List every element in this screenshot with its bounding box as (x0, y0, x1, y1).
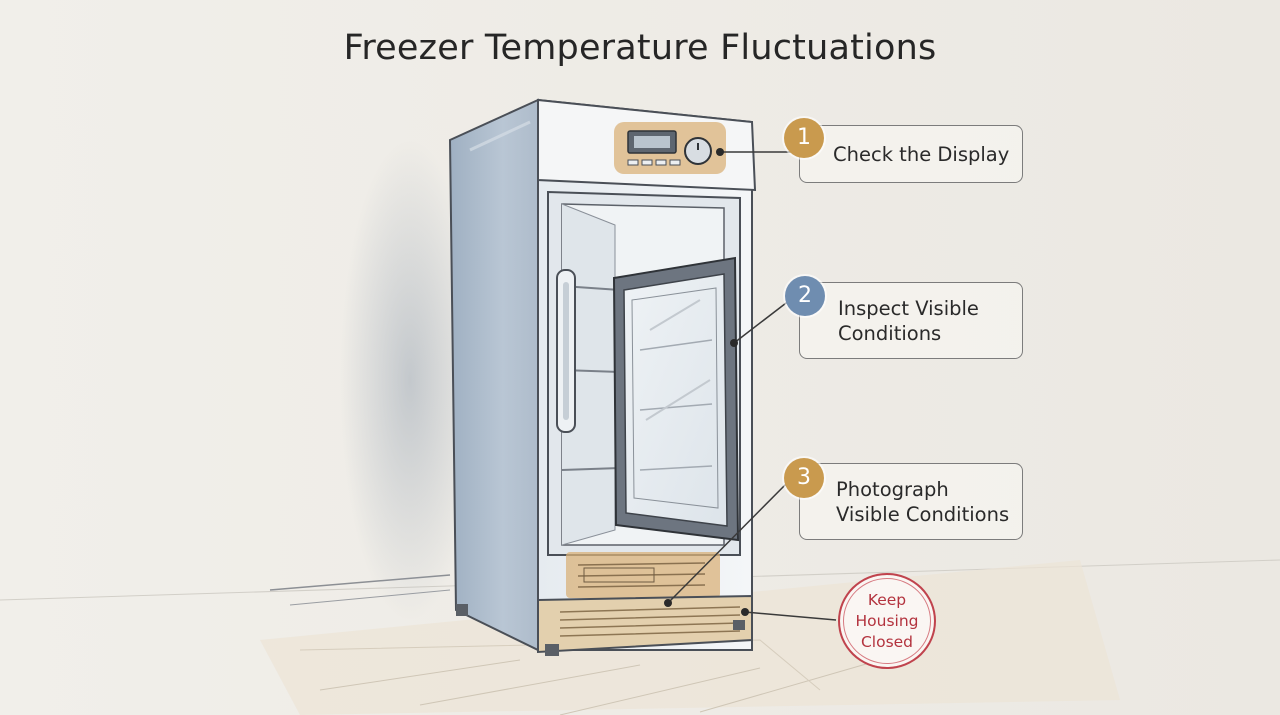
callout-inspect-conditions: Inspect Visible Conditions (799, 282, 1023, 359)
callout-text-line: Visible Conditions (836, 502, 1010, 526)
step-badge-2: 2 (785, 276, 825, 316)
warning-stamp: Keep Housing Closed (838, 573, 936, 669)
callout-text-line: Check the Display (833, 142, 1010, 166)
callout-text-line: Conditions (838, 321, 942, 345)
callout-photograph-conditions: Photograph Visible Conditions (799, 463, 1023, 540)
callout-text-line: Inspect Visible (838, 296, 979, 320)
warning-text-line: Closed (860, 632, 914, 651)
callout-check-display: Check the Display (799, 125, 1023, 183)
page-title: Freezer Temperature Fluctuations (343, 28, 937, 68)
step-badge-1: 1 (784, 118, 824, 158)
warning-text-line: Keep (867, 590, 907, 609)
step-badge-3: 3 (784, 458, 824, 498)
warning-text-line: Housing (855, 611, 919, 630)
callout-text-line: Photograph (836, 477, 949, 501)
